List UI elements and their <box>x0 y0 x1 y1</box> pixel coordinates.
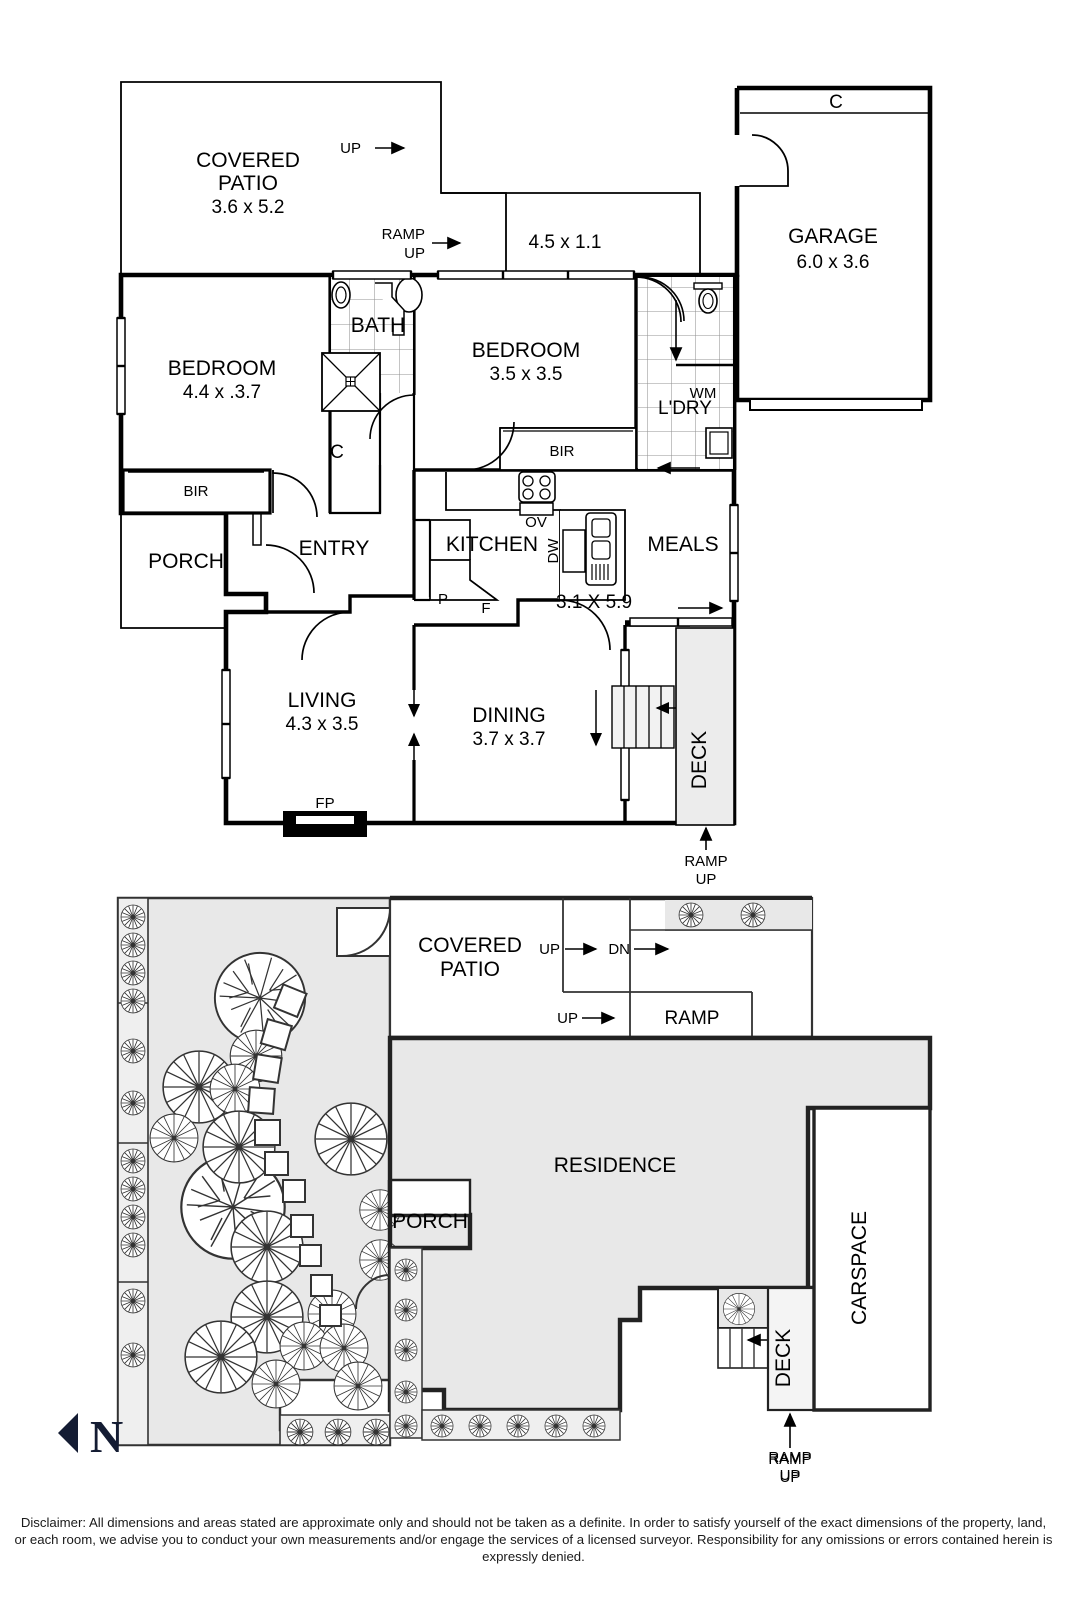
site-ramp-bottom-label-1: RAMP <box>768 1451 811 1468</box>
site-deck <box>766 1286 816 1412</box>
ramp-up-label-1: RAMP <box>382 226 425 243</box>
deck-label: DECK <box>688 731 711 789</box>
deck-ramp-label-2: UP <box>696 871 717 888</box>
porch-label: PORCH <box>148 550 224 573</box>
pantry-label: P <box>438 591 448 608</box>
site-plan: COVERED PATIO UP DN UP RAMP RAMP RESIDEN… <box>58 895 933 1486</box>
covered-patio-label-2: PATIO <box>218 172 278 195</box>
site-carspace <box>812 1106 932 1412</box>
entry-label: ENTRY <box>299 537 370 560</box>
site-carspace-label: CARSPACE <box>848 1211 871 1325</box>
bath-fixtures <box>321 277 423 440</box>
fireplace-label: FP <box>315 795 334 812</box>
deck-stairs <box>590 685 692 749</box>
site-dn-label: DN <box>608 941 630 958</box>
bath-label: BATH <box>351 314 405 337</box>
shrub-strip-residence-bottom <box>421 1409 621 1441</box>
north-letter: N <box>90 1411 123 1462</box>
bir-mid-label: BIR <box>549 443 574 460</box>
laundry-fixtures <box>638 276 734 475</box>
bedroom-2-label: BEDROOM <box>472 339 581 362</box>
hall-dimension: 4.5 x 1.1 <box>529 232 602 253</box>
covered-patio-outline <box>120 81 507 276</box>
dining-dimension: 3.7 x 3.7 <box>473 729 546 750</box>
disclaimer-text: Disclaimer: All dimensions and areas sta… <box>14 1515 1053 1565</box>
dining-label: DINING <box>472 704 546 727</box>
built-in-robes <box>121 427 637 515</box>
hall-outline <box>441 192 701 275</box>
bedroom-1-dimension: 4.4 x .3.7 <box>183 382 261 403</box>
garage-outline <box>734 85 933 411</box>
covered-patio-dimension: 3.6 x 5.2 <box>212 197 285 218</box>
site-up-ramp-label: UP <box>557 1010 578 1027</box>
porch-outline <box>120 513 228 629</box>
stepping-stones <box>247 983 342 1327</box>
bath-closet-label: C <box>330 442 344 463</box>
site-deck-stairs <box>717 1287 790 1369</box>
deck-ramp-label-1: RAMP <box>684 853 727 870</box>
bedroom-2-dimension: 3.5 x 3.5 <box>490 364 563 385</box>
residence-label: RESIDENCE <box>554 1154 677 1177</box>
ramp-up-label-2: UP <box>404 245 425 262</box>
washing-machine-label: WM <box>690 385 717 402</box>
deck-area <box>675 627 735 826</box>
site-ramp-top-overlay: RAMP UP <box>768 1449 811 1484</box>
meals-label: MEALS <box>647 533 718 556</box>
site-porch <box>387 1178 472 1248</box>
living-dimension: 4.3 x 3.5 <box>286 714 359 735</box>
kitchen-label: KITCHEN <box>446 533 538 556</box>
fridge-label: F <box>481 600 490 617</box>
patio-up-label: UP <box>340 140 361 157</box>
door-swings <box>265 276 682 661</box>
site-ramp-label: RAMP <box>665 1008 720 1029</box>
site-ramp-top-label-b: UP <box>780 1467 801 1484</box>
north-indicator: N <box>58 1411 123 1462</box>
covered-patio-label-1: COVERED <box>196 149 300 172</box>
fireplace <box>283 811 367 837</box>
bedroom-1-label: BEDROOM <box>168 357 277 380</box>
garage-closet-label: C <box>829 92 843 113</box>
site-ramp-bottom-label-2: UP <box>780 1469 801 1486</box>
site-deck-label: DECK <box>772 1329 795 1387</box>
garage-label: GARAGE <box>788 225 878 248</box>
kitchen-dimension: 3.1 X 5.9 <box>556 592 632 613</box>
laundry-label: L'DRY <box>658 398 712 419</box>
site-porch-label: PORCH <box>392 1210 468 1233</box>
garage-dimension: 6.0 x 3.6 <box>797 252 870 273</box>
site-covered-patio-label-1: COVERED <box>418 934 522 957</box>
site-up-left-label: UP <box>539 941 560 958</box>
site-covered-patio-label-2: PATIO <box>440 958 500 981</box>
bir-left-label: BIR <box>183 483 208 500</box>
dishwasher-label: DW <box>545 538 562 564</box>
site-top-arrows <box>565 942 670 1025</box>
site-ramp-top-label-a: RAMP <box>768 1449 811 1466</box>
flow-arrows <box>375 141 724 615</box>
ground-floor-plan: GARAGE 6.0 x 3.6 C PORCH <box>116 81 933 888</box>
shrub-strip-residence-left <box>389 1247 423 1439</box>
site-porch-door-arc <box>355 1274 391 1310</box>
oven-label: OV <box>525 514 547 531</box>
kitchen-fixtures <box>429 471 626 601</box>
living-label: LIVING <box>288 689 357 712</box>
